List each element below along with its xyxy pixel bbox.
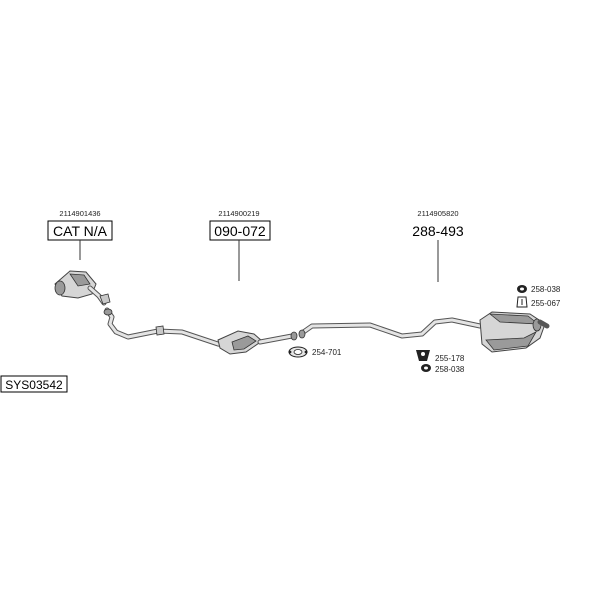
part-callout-cat[interactable]: 2114901436 CAT N/A	[47, 209, 113, 260]
accessory-label-bracket: 255-067	[531, 299, 561, 308]
accessory-label-hanger: 255-178	[435, 354, 465, 363]
accessory-rubber-mount-bottom[interactable]: 258-038	[421, 364, 465, 374]
accessory-gasket[interactable]: 254-701	[288, 346, 342, 358]
accessory-label-rubber-bottom: 258-038	[435, 365, 465, 374]
accessory-hanger[interactable]: 255-178	[416, 350, 465, 363]
accessory-rubber-mount-top[interactable]: 258-038	[517, 285, 561, 294]
part-callout-rear-silencer[interactable]: 2114905820 288-493	[412, 209, 464, 282]
system-id-callout: SYS03542	[0, 375, 68, 393]
part-number-cat: CAT N/A	[53, 223, 108, 239]
rear-pipe[interactable]	[298, 317, 483, 339]
accessory-bracket[interactable]: 255-067	[516, 296, 561, 308]
part-number-rear-silencer: 288-493	[412, 223, 464, 239]
part-number-box-front-pipe	[209, 220, 271, 241]
system-id: SYS03542	[5, 378, 63, 392]
front-pipe[interactable]	[103, 307, 298, 355]
part-number-front-pipe: 090-072	[214, 223, 266, 239]
system-id-box	[0, 375, 68, 393]
accessory-label-rubber-top: 258-038	[531, 285, 561, 294]
part-callout-front-pipe[interactable]: 2114900219 090-072	[209, 209, 271, 281]
accessory-label-gasket: 254-701	[312, 348, 342, 357]
gasket-icon	[288, 346, 308, 358]
oem-number-cat: 2114901436	[59, 209, 100, 218]
rear-silencer[interactable]	[479, 311, 550, 353]
oem-number-rear-silencer: 2114905820	[417, 209, 458, 218]
oem-number-front-pipe: 2114900219	[218, 209, 259, 218]
catalytic-converter[interactable]	[54, 270, 111, 306]
